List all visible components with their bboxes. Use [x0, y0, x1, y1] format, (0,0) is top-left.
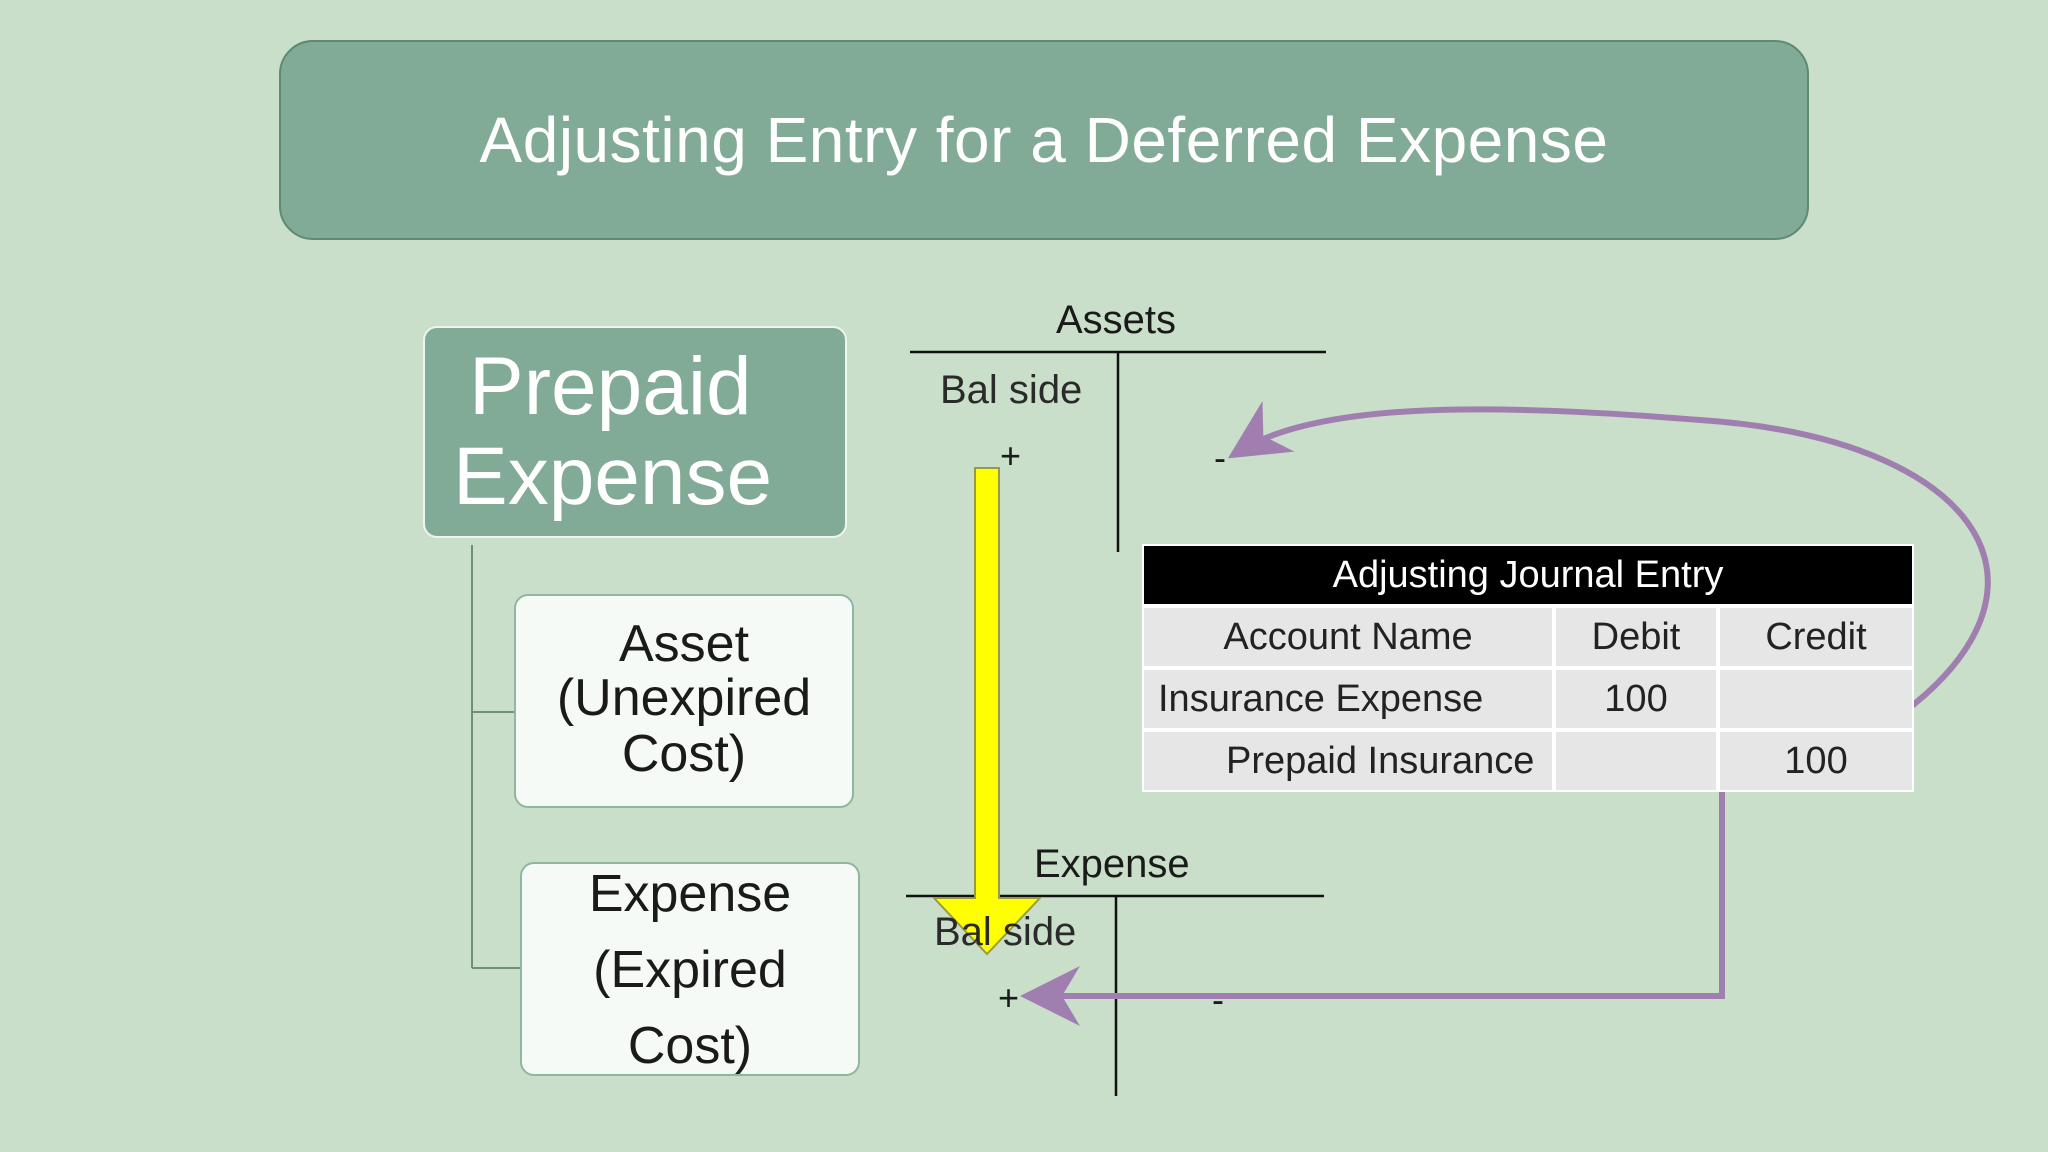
assets-minus: - — [1214, 437, 1226, 478]
expense-label-line3: Cost) — [627, 1017, 753, 1075]
asset-unexpired-box: Asset (Unexpired Cost) — [514, 594, 854, 808]
header-account-name: Account Name — [1144, 608, 1552, 666]
credit-curve-arrow — [1227, 400, 1991, 749]
assets-plus: + — [1000, 435, 1022, 476]
row2-credit: 100 — [1720, 732, 1912, 790]
title-banner: Adjusting Entry for a Deferred Expense — [279, 40, 1809, 240]
assets-bal-side: Bal side — [940, 368, 1083, 412]
row1-debit: 100 — [1556, 670, 1716, 728]
prepaid-label-line2: Expense — [453, 431, 773, 522]
expense-label-line2: (Expired — [593, 941, 787, 999]
journal-title: Adjusting Journal Entry — [1144, 546, 1912, 604]
header-credit: Credit — [1720, 608, 1912, 666]
hierarchy-connector — [471, 545, 520, 969]
prepaid-expense-box: Prepaid Expense — [423, 326, 847, 538]
asset-label-line1: Asset — [618, 615, 750, 673]
expense-plus: + — [998, 977, 1020, 1018]
yellow-down-arrow — [931, 467, 1043, 956]
prepaid-label-line1: Prepaid — [469, 341, 752, 432]
page-title: Adjusting Entry for a Deferred Expense — [479, 104, 1609, 176]
adjusting-journal-entry-table: Adjusting Journal Entry Account Name Deb… — [1142, 544, 1914, 792]
expense-bal-side: Bal side — [934, 910, 1077, 954]
asset-label-line2: (Unexpired — [556, 669, 812, 727]
expense-label-line1: Expense — [588, 865, 792, 923]
expense-t-title: Expense — [1034, 842, 1190, 886]
row1-credit — [1720, 670, 1912, 728]
expense-expired-box: Expense (Expired Cost) — [520, 862, 860, 1076]
row2-account: Prepaid Insurance — [1144, 732, 1552, 790]
assets-t-title: Assets — [1056, 298, 1177, 342]
asset-label-line3: Cost) — [621, 725, 747, 783]
row1-account: Insurance Expense — [1144, 670, 1552, 728]
expense-minus: - — [1212, 979, 1224, 1020]
header-debit: Debit — [1556, 608, 1716, 666]
row2-debit — [1556, 732, 1716, 790]
